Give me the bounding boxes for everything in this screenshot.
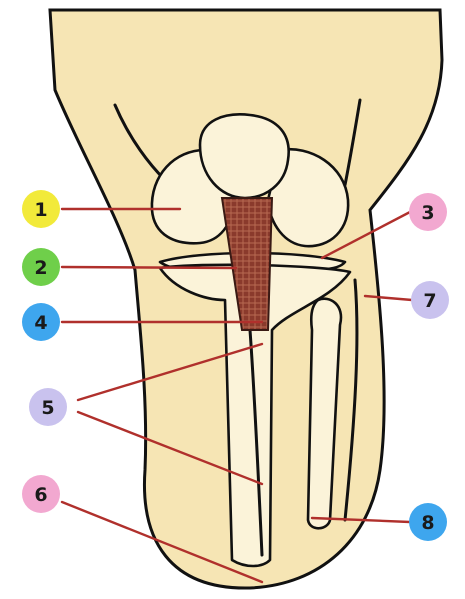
leader-2 bbox=[62, 267, 236, 268]
marker-4: 4 bbox=[22, 303, 60, 341]
marker-8: 8 bbox=[409, 503, 447, 541]
marker-6: 6 bbox=[22, 475, 60, 513]
marker-2: 2 bbox=[22, 248, 60, 286]
marker-7-number: 7 bbox=[423, 290, 436, 312]
marker-3-number: 3 bbox=[421, 202, 434, 224]
marker-6-number: 6 bbox=[34, 484, 47, 506]
marker-4-number: 4 bbox=[34, 312, 47, 334]
marker-5-number: 5 bbox=[41, 397, 54, 419]
marker-7: 7 bbox=[411, 281, 449, 319]
marker-3: 3 bbox=[409, 193, 447, 231]
marker-8-number: 8 bbox=[421, 512, 434, 534]
marker-5: 5 bbox=[29, 388, 67, 426]
marker-1: 1 bbox=[22, 190, 60, 228]
marker-2-number: 2 bbox=[34, 257, 47, 279]
marker-1-number: 1 bbox=[34, 199, 47, 221]
